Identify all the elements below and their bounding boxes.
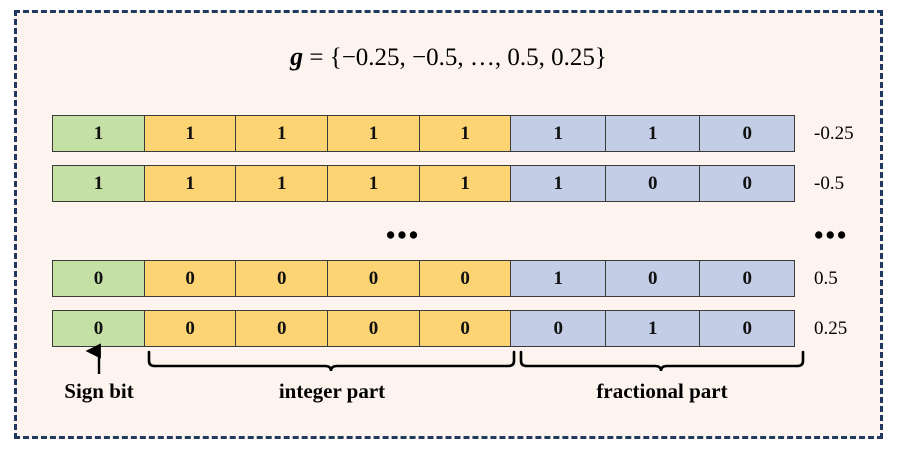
integer-bit-cell: 1	[143, 165, 237, 202]
fractional-bit-cell: 0	[699, 115, 796, 152]
fractional-part-label: fractional part	[596, 379, 728, 403]
fractional-bit-cell: 1	[604, 310, 701, 347]
fractional-bit-cell: 0	[510, 310, 607, 347]
title-variable: g	[290, 42, 304, 71]
row-value-label: -0.25	[814, 122, 854, 144]
table-row: 1 1 1 1 1 1 0 0	[52, 165, 806, 202]
title-equals: =	[309, 44, 324, 71]
row-value-label: 0.5	[814, 267, 838, 289]
integer-part-label: integer part	[278, 379, 386, 403]
table-row: 0 0 0 0 0 0 1 0	[52, 310, 806, 347]
integer-bit-cell: 1	[418, 165, 512, 202]
sign-bit-cell: 1	[52, 115, 145, 152]
fractional-bit-cell: 0	[699, 165, 796, 202]
fractional-bit-cell: 1	[510, 115, 607, 152]
sign-bit-label: Sign bit	[64, 379, 134, 403]
fractional-bit-cell: 1	[604, 115, 701, 152]
integer-bit-cell: 0	[235, 260, 329, 297]
fractional-bit-cell: 0	[604, 165, 701, 202]
integer-bit-cell: 0	[143, 260, 237, 297]
integer-bit-cell: 0	[326, 310, 421, 347]
table-row: 0 0 0 0 0 1 0 0	[52, 260, 806, 297]
fractional-bit-cell: 0	[699, 260, 796, 297]
title-set: {−0.25, −0.5, …, 0.5, 0.25}	[329, 44, 607, 71]
integer-bit-cell: 1	[326, 165, 421, 202]
values-ellipsis: •••	[814, 220, 849, 250]
integer-bit-cell: 1	[418, 115, 512, 152]
integer-bit-cell: 0	[143, 310, 237, 347]
fractional-bit-cell: 1	[510, 260, 607, 297]
fractional-bit-cell: 1	[510, 165, 607, 202]
sign-bit-cell: 0	[52, 310, 145, 347]
integer-bit-cell: 1	[235, 165, 329, 202]
integer-bit-cell: 1	[143, 115, 237, 152]
sign-bit-cell: 0	[52, 260, 145, 297]
integer-bit-cell: 1	[235, 115, 329, 152]
rows-ellipsis: •••	[385, 220, 421, 250]
figure-title: g = {−0.25, −0.5, …, 0.5, 0.25}	[0, 42, 897, 72]
integer-bit-cell: 0	[418, 310, 512, 347]
integer-bit-cell: 0	[235, 310, 329, 347]
integer-bit-cell: 0	[326, 260, 421, 297]
sign-bit-cell: 1	[52, 165, 145, 202]
fractional-bit-cell: 0	[699, 310, 796, 347]
row-value-label: -0.5	[814, 172, 845, 194]
table-row: 1 1 1 1 1 1 1 0	[52, 115, 806, 152]
integer-bit-cell: 1	[326, 115, 421, 152]
row-value-label: 0.25	[814, 317, 848, 339]
integer-bit-cell: 0	[418, 260, 512, 297]
fractional-bit-cell: 0	[604, 260, 701, 297]
